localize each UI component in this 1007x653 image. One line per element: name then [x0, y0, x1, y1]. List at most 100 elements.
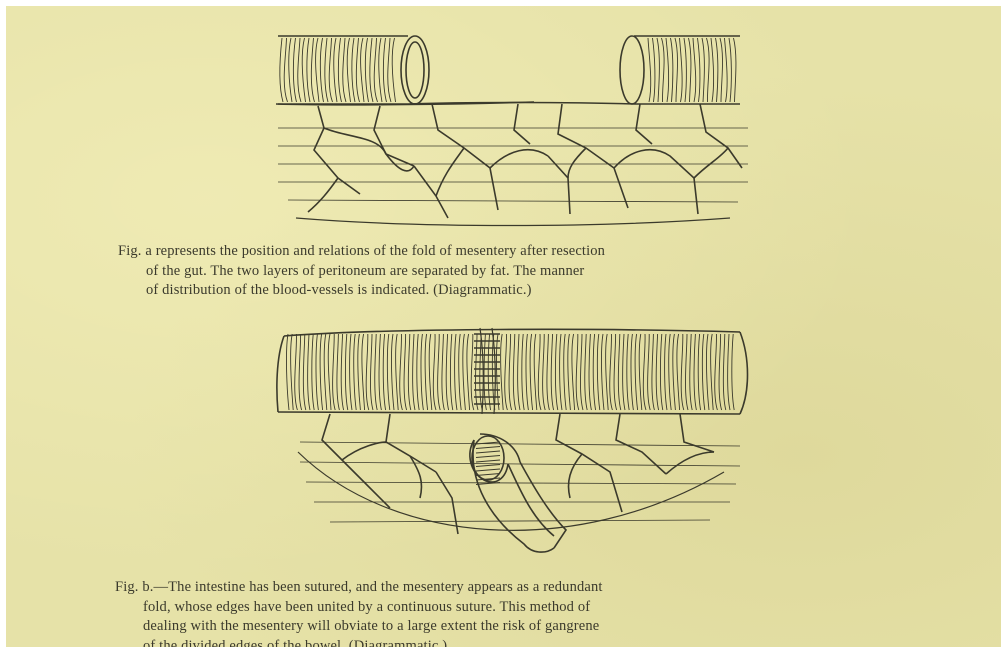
engraving-hatch-line	[719, 334, 722, 410]
engraving-hatch-line	[295, 334, 298, 410]
engraving-hatch-line	[421, 334, 423, 410]
engraving-hatch-line	[333, 334, 336, 410]
engraving-hatch-line	[404, 334, 407, 410]
engraving-hatch-line	[702, 334, 704, 410]
engraving-hatch-line	[597, 334, 599, 410]
engraving-hatch-line	[307, 38, 310, 102]
engraving-hatch-line	[720, 38, 723, 102]
figure-b-caption: Fig. b.—The intestine has been sutured, …	[115, 578, 995, 647]
engraving-hatch-line	[653, 38, 655, 102]
left-bowel-segment	[278, 36, 429, 104]
engraving-hatch-line	[388, 38, 391, 102]
engraving-hatch-line	[375, 334, 377, 410]
engraving-hatch-line	[639, 334, 642, 410]
engraving-hatch-line	[665, 334, 667, 410]
engraving-hatch-line	[370, 38, 373, 102]
engraving-hatch-line	[555, 334, 557, 410]
sutured-bowel	[277, 329, 748, 414]
engraving-hatch-line	[337, 334, 339, 410]
engraving-hatch-line	[316, 334, 318, 410]
figure-b-caption-line-1: Fig. b.—The intestine has been sutured, …	[115, 579, 603, 595]
engraving-hatch-line	[716, 38, 718, 102]
figure-a-illustration	[268, 18, 768, 234]
engraving-hatch-line	[711, 334, 714, 410]
engraving-hatch-line	[706, 334, 709, 410]
engraving-hatch-line	[280, 38, 283, 102]
engraving-hatch-line	[572, 334, 575, 410]
engraving-hatch-line	[631, 334, 633, 410]
engraving-hatch-line	[352, 38, 355, 102]
engraving-hatch-line	[673, 334, 676, 410]
engraving-hatch-line	[320, 334, 322, 410]
engraving-hatch-line	[601, 334, 604, 410]
suture-stitch	[476, 465, 500, 467]
book-page: Fig. a represents the position and relat…	[6, 6, 1001, 647]
engraving-hatch-line	[534, 334, 537, 410]
engraving-hatch-line	[400, 334, 403, 410]
engraving-hatch-line	[365, 38, 368, 102]
engraving-hatch-line	[303, 334, 305, 410]
engraving-hatch-line	[657, 38, 659, 102]
engraving-hatch-line	[328, 334, 331, 410]
engraving-hatch-line	[707, 38, 710, 102]
engraving-hatch-line	[324, 334, 327, 410]
engraving-hatch-line	[662, 38, 665, 102]
suture-line	[474, 328, 500, 414]
engraving-hatch-line	[383, 38, 386, 102]
figure-b-caption-line-3: dealing with the mesentery will obviate …	[115, 617, 995, 637]
engraving-hatch-line	[345, 334, 347, 410]
engraving-hatch-line	[370, 334, 373, 410]
engraving-hatch-line	[429, 334, 432, 410]
engraving-hatch-line	[362, 334, 365, 410]
engraving-hatch-line	[286, 334, 289, 410]
engraving-hatch-line	[320, 38, 323, 102]
engraving-hatch-line	[459, 334, 461, 410]
engraving-hatch-line	[343, 38, 346, 102]
figure-a-caption-line-3: of distribution of the blood-vessels is …	[118, 281, 998, 301]
engraving-hatch-line	[450, 334, 452, 410]
engraving-hatch-line	[467, 334, 470, 410]
engraving-hatch-line	[442, 334, 444, 410]
engraving-hatch-line	[518, 334, 520, 410]
engraving-hatch-line	[347, 38, 350, 102]
engraving-hatch-line	[446, 334, 448, 410]
engraving-hatch-line	[391, 334, 394, 410]
engraving-hatch-line	[354, 334, 356, 410]
figure-b-caption-line-2: fold, whose edges have been united by a …	[115, 598, 995, 618]
suture-stitch	[476, 460, 500, 462]
engraving-hatch-line	[513, 334, 515, 410]
suture-stitch	[476, 469, 500, 471]
engraving-hatch-line	[374, 38, 377, 102]
engraving-hatch-line	[585, 334, 587, 410]
engraving-hatch-line	[417, 334, 419, 410]
engraving-hatch-line	[325, 38, 328, 102]
engraving-hatch-line	[614, 334, 617, 410]
engraving-hatch-line	[530, 334, 532, 410]
engraving-hatch-line	[564, 334, 566, 410]
engraving-hatch-line	[693, 38, 696, 102]
engraving-hatch-line	[698, 334, 700, 410]
engraving-hatch-line	[501, 334, 504, 410]
engraving-hatch-line	[627, 334, 629, 410]
engraving-hatch-line	[728, 334, 730, 410]
engraving-hatch-line	[289, 38, 292, 102]
suture-stitch	[476, 474, 500, 476]
engraving-hatch-line	[623, 334, 625, 410]
engraving-hatch-line	[580, 334, 583, 410]
engraving-hatch-line	[463, 334, 466, 410]
engraving-hatch-line	[293, 38, 296, 102]
engraving-hatch-line	[690, 334, 692, 410]
figure-a-caption: Fig. a represents the position and relat…	[118, 242, 998, 301]
engraving-hatch-line	[547, 334, 549, 410]
engraving-hatch-line	[408, 334, 410, 410]
suture-stitch	[476, 451, 500, 453]
engraving-hatch-line	[660, 334, 662, 410]
engraving-hatch-line	[698, 38, 700, 102]
engraving-hatch-line	[723, 334, 725, 410]
engraving-hatch-line	[589, 334, 591, 410]
engraving-hatch-line	[543, 334, 546, 410]
engraving-hatch-line	[379, 334, 381, 410]
engraving-hatch-line	[732, 334, 734, 410]
engraving-hatch-line	[648, 38, 651, 102]
engraving-hatch-line	[652, 334, 654, 410]
